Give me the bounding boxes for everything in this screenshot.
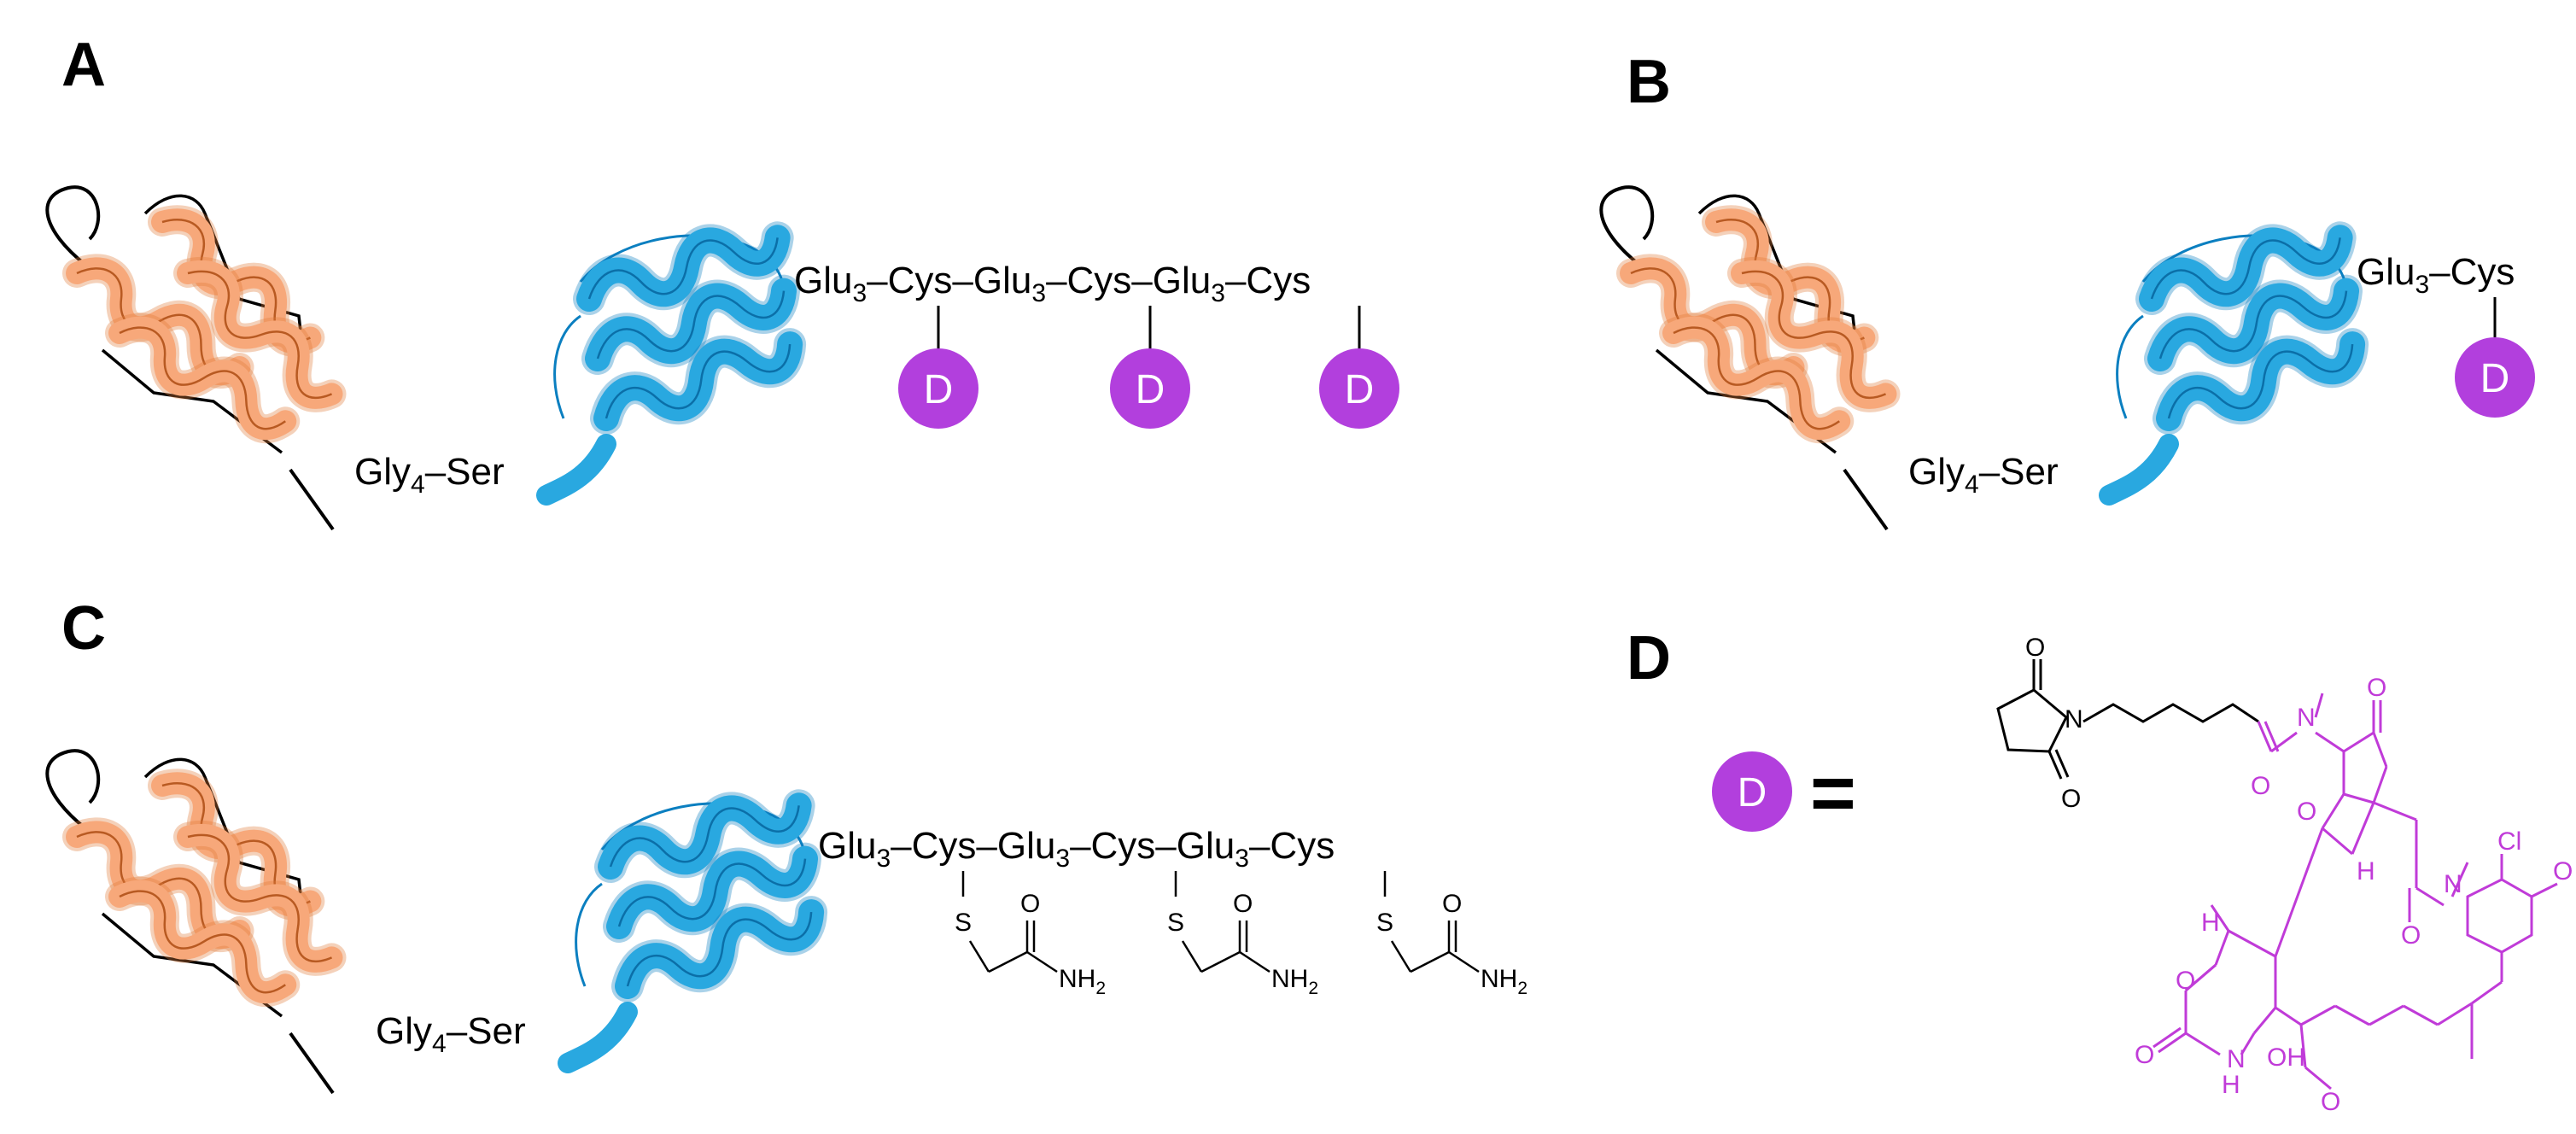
panel-d-equals: = — [1810, 750, 1856, 837]
panel-d-maleimide-o1: O — [2025, 634, 2045, 662]
panel-d-carbamate-o1: O — [2176, 967, 2195, 995]
panel-b-drug: D — [2455, 337, 2535, 418]
panel-d-maleimide-linker — [1996, 659, 2259, 780]
panel-a-orange-domain — [47, 187, 343, 529]
svg-text:O: O — [1020, 890, 1040, 918]
svg-text:S: S — [1167, 909, 1184, 937]
panel-d-aryl-amide-n: N — [2444, 870, 2462, 898]
panel-c-acetamide-1: S O NH2 — [955, 871, 1106, 998]
svg-text:NH2: NH2 — [1271, 965, 1318, 998]
svg-text:NH2: NH2 — [1059, 965, 1106, 998]
panel-c-blue-domain — [568, 787, 819, 1063]
panel-a-drug-1: D — [898, 348, 978, 429]
svg-text:S: S — [1376, 909, 1393, 937]
panel-d-amide-o2: O — [2401, 921, 2421, 950]
panel-a-linker: Gly4–Ser — [354, 451, 505, 499]
panel-d: D D = O O N — [1627, 624, 2573, 1116]
svg-text:D: D — [924, 367, 954, 412]
panel-d-h-1: H — [2357, 857, 2375, 886]
panel-d-epoxide-o: O — [2297, 798, 2316, 826]
panel-c-orange-domain — [47, 751, 343, 1093]
panel-d-drug-symbol: D — [1712, 751, 1792, 832]
panel-d-maleimide-o2: O — [2061, 785, 2081, 813]
svg-text:O: O — [1233, 890, 1253, 918]
panel-b-orange-domain — [1601, 187, 1897, 529]
panel-a-tag-sequence: Glu3–Cys–Glu3–Cys–Glu3–Cys — [794, 260, 1311, 307]
panel-d-letter: D — [1627, 624, 1671, 693]
panel-d-h-2: H — [2201, 909, 2220, 937]
panel-a-drug-3: D — [1319, 348, 1399, 429]
panel-b-tag-sequence: Glu3–Cys — [2357, 251, 2515, 299]
panel-d-carbamate-n: N — [2227, 1045, 2246, 1073]
svg-text:O: O — [1442, 890, 1462, 918]
panel-c-tag-sequence: Glu3–Cys–Glu3–Cys–Glu3–Cys — [818, 825, 1335, 873]
panel-d-amide-n: N — [2297, 704, 2316, 732]
panel-a-drug-2: D — [1110, 348, 1190, 429]
panel-d-methoxy-o2: O — [2321, 1088, 2340, 1116]
panel-b-linker: Gly4–Ser — [1908, 451, 2059, 499]
panel-d-ester-o: O — [2251, 772, 2270, 800]
panel-d-chlorine: Cl — [2497, 827, 2521, 856]
panel-a: A Gly4–Ser Glu3–Cys–Glu3–Cys–Glu3–Cys D … — [47, 31, 1399, 529]
panel-c-linker: Gly4–Ser — [376, 1010, 526, 1058]
svg-text:D: D — [1738, 770, 1767, 815]
panel-b-blue-domain — [2109, 219, 2360, 495]
panel-b-letter: B — [1627, 48, 1671, 116]
panel-a-letter: A — [61, 31, 106, 99]
panel-d-carbonyl-o: O — [2367, 674, 2386, 702]
panel-c-letter: C — [61, 594, 106, 663]
panel-d-hydroxyl: OH — [2267, 1043, 2305, 1072]
panel-b: B Gly4–Ser Glu3–Cys D — [1601, 48, 2535, 529]
panel-d-maytansinoid — [2153, 693, 2558, 1090]
panel-c-acetamide-2: S O NH2 — [1167, 871, 1318, 998]
panel-d-methoxy-o1: O — [2553, 857, 2573, 886]
panel-d-carbamate-o2: O — [2135, 1041, 2154, 1069]
svg-text:D: D — [1136, 367, 1165, 412]
svg-text:D: D — [2480, 356, 2510, 401]
panel-c-acetamide-3: S O NH2 — [1376, 871, 1527, 998]
svg-text:S: S — [955, 909, 972, 937]
panel-a-blue-domain — [546, 219, 797, 495]
panel-d-carbamate-h: H — [2222, 1071, 2240, 1099]
panel-c: C Gly4–Ser Glu3–Cys–Glu3–Cys–Glu3–Cys S … — [47, 594, 1527, 1093]
svg-text:NH2: NH2 — [1481, 965, 1527, 998]
svg-text:D: D — [1345, 367, 1375, 412]
panel-d-maleimide-n: N — [2065, 705, 2083, 734]
